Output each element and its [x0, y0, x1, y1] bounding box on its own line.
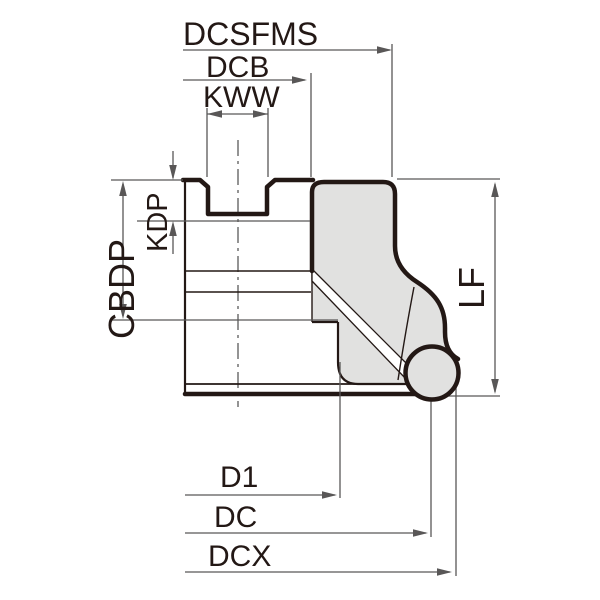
label-cbdp: CBDP: [101, 239, 142, 339]
dc-arrow: [413, 529, 428, 537]
kww-arrow-left: [207, 110, 222, 118]
d1-arrow: [322, 491, 337, 499]
dcsfms-arrow: [377, 46, 392, 54]
label-dcsfms: DCSFMS: [183, 16, 318, 52]
label-lf: LF: [451, 267, 492, 309]
lf-arrow-bottom: [491, 379, 499, 394]
label-dc: DC: [214, 501, 257, 534]
body-lower-left-contour: [312, 320, 412, 386]
cbdp-arrow-bottom: [119, 304, 127, 319]
dcb-arrow: [292, 76, 307, 84]
label-dcx: DCX: [208, 540, 271, 573]
kww-arrow-right: [253, 110, 268, 118]
body-fill: [312, 182, 455, 384]
top-face-and-keyway-slot: [180, 177, 316, 217]
kdp-arrow-upper: [169, 165, 177, 180]
label-kdp: KDP: [142, 192, 174, 252]
kdp-arrow-lower: [169, 221, 177, 236]
cbdp-arrow-top: [119, 181, 127, 196]
label-kww: KWW: [203, 81, 280, 114]
dimension-labels: DCSFMS DCB KWW KDP CBDP LF D1 DC DCX: [101, 16, 492, 573]
label-dcb: DCB: [206, 51, 269, 84]
label-d1: D1: [220, 461, 258, 494]
kww-extension-lines: [206, 108, 269, 177]
dcx-arrow: [437, 568, 452, 576]
lf-arrow-top: [491, 182, 499, 197]
cutter-body: [309, 179, 461, 386]
body-outline: [309, 179, 461, 362]
clamp-lobe-boundary: [397, 286, 415, 381]
round-insert: [403, 344, 461, 402]
dimension-lines: [111, 44, 500, 576]
